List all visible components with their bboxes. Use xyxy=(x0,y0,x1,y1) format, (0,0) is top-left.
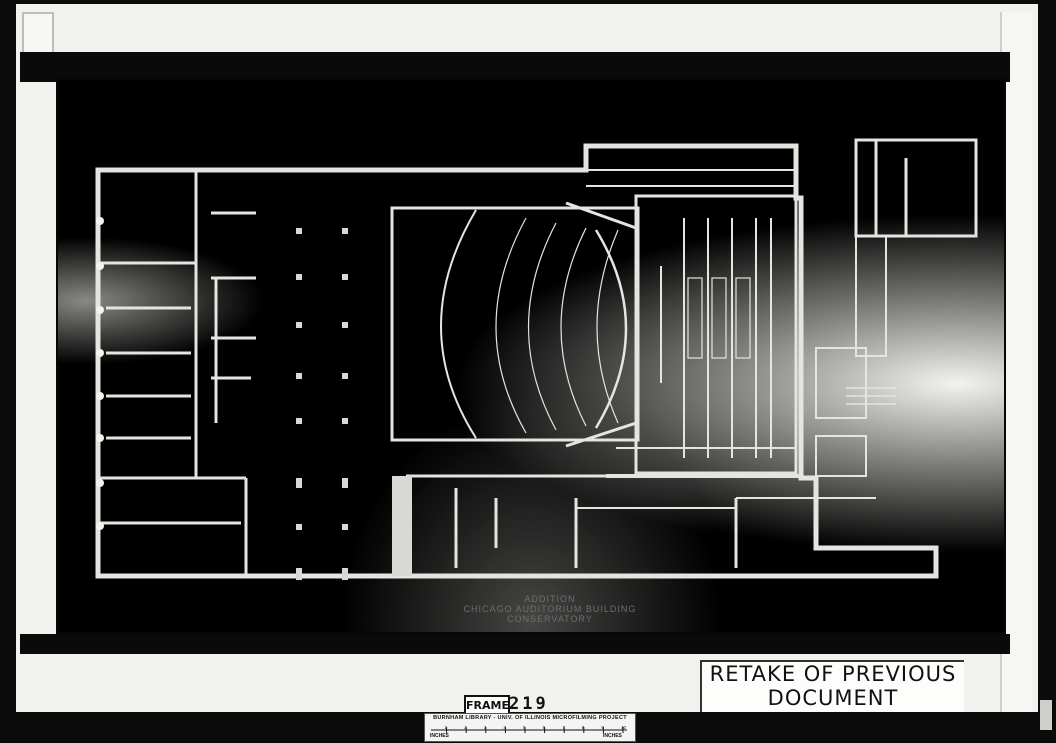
retake-stamp-line-1: RETAKE OF PREVIOUS xyxy=(709,662,957,686)
drawing-title-block: ADDITION CHICAGO AUDITORIUM BUILDING CON… xyxy=(420,594,680,624)
frame-label: FRAME xyxy=(464,695,510,716)
plan-stage xyxy=(586,169,801,478)
plan-columns xyxy=(296,228,348,580)
retake-stamp-line-2: DOCUMENT xyxy=(767,686,899,710)
scale-ruler: 1 2 3 4 5 6 7 8 9 10 xyxy=(431,725,627,733)
scale-tick-label: 8 xyxy=(582,725,585,730)
frame-corner-mark xyxy=(22,12,54,56)
plan-left-rooms xyxy=(98,170,256,576)
scale-strip-right-label: INCHES xyxy=(603,733,622,739)
scale-tick-label: 9 xyxy=(601,725,604,730)
film-border-top xyxy=(20,52,1010,82)
scale-tick-label: 10 xyxy=(621,725,627,730)
scale-tick-label: 3 xyxy=(484,725,487,730)
frame-number: 219 xyxy=(509,694,549,714)
scale-tick-label: 5 xyxy=(523,725,526,730)
scale-strip-left-label: INCHES xyxy=(430,733,449,739)
scale-tick-label: 1 xyxy=(445,725,448,730)
scale-tick-label: 6 xyxy=(543,725,546,730)
scale-tick-label: 2 xyxy=(464,725,467,730)
scale-strip: BURNHAM LIBRARY - UNIV. OF ILLINOIS MICR… xyxy=(424,713,636,742)
plan-right-annex xyxy=(815,138,978,477)
plan-auditorium xyxy=(390,201,640,448)
scale-strip-title: BURNHAM LIBRARY - UNIV. OF ILLINOIS MICR… xyxy=(433,715,627,721)
plan-outer-wall xyxy=(95,143,939,579)
drawing-title-line-2: CHICAGO AUDITORIUM BUILDING xyxy=(463,604,637,614)
plan-lower-rooms xyxy=(392,474,876,576)
floor-plan-drawing xyxy=(95,138,978,580)
film-border-bottom xyxy=(20,634,1010,654)
drawing-title-line-3: CONSERVATORY xyxy=(507,614,593,624)
film-edge-mark xyxy=(1040,700,1052,730)
retake-stamp: RETAKE OF PREVIOUS DOCUMENT xyxy=(700,660,964,712)
scale-tick-label: 4 xyxy=(503,725,506,730)
scale-tick-label: 7 xyxy=(562,725,565,730)
drawing-title-line-1: ADDITION xyxy=(524,594,576,604)
plan-window-markers xyxy=(96,217,104,530)
